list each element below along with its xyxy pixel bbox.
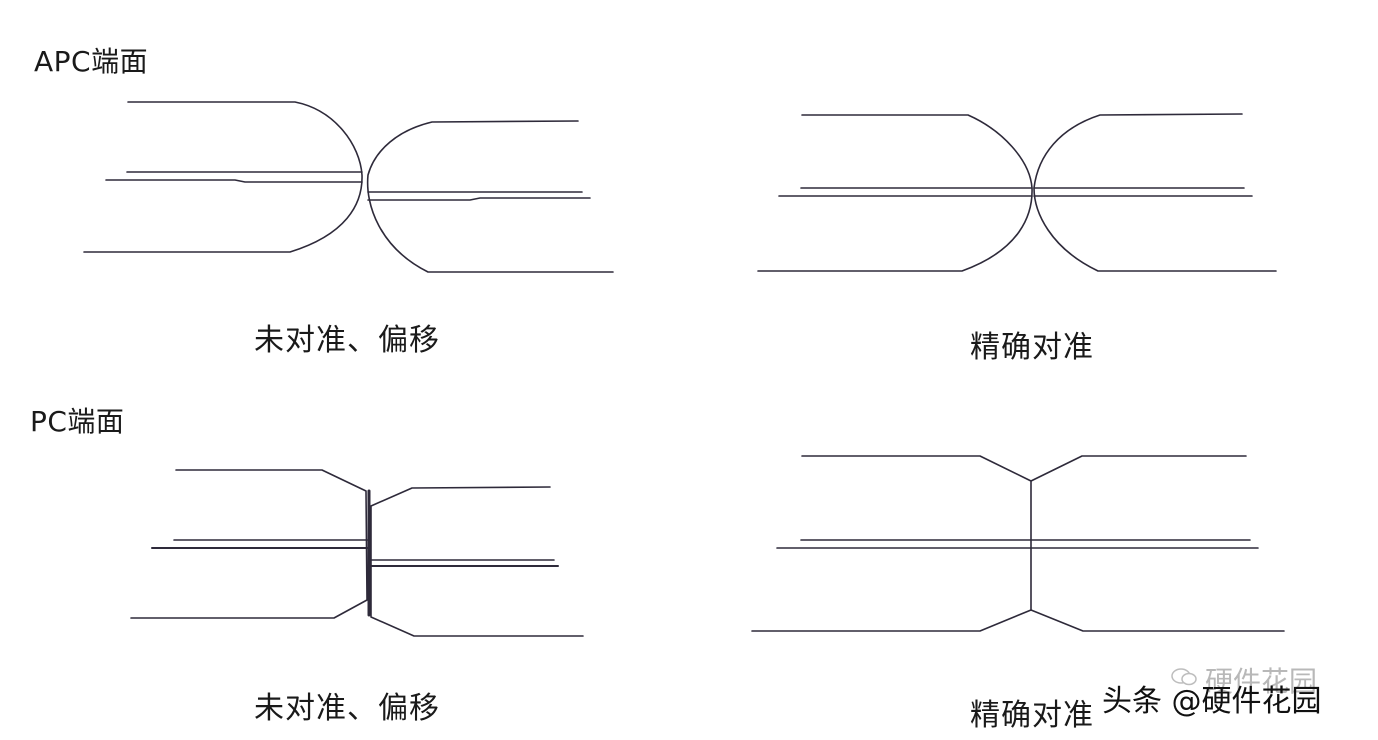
apc-aligned-caption: 精确对准 bbox=[970, 330, 1094, 365]
pc-misaligned-right-ferrule bbox=[370, 486, 584, 637]
pc-misaligned-left-ferrule bbox=[130, 469, 368, 619]
apc-aligned-right-ferrule bbox=[1033, 113, 1277, 272]
pc-misaligned-caption: 未对准、偏移 bbox=[254, 691, 440, 726]
watermark-text: 头条 @硬件花园 bbox=[1102, 684, 1322, 719]
apc-section-title: APC端面 bbox=[34, 45, 149, 78]
wechat-icon bbox=[1171, 668, 1197, 686]
pc-aligned-left-ferrule bbox=[751, 455, 1032, 632]
apc-misaligned-caption: 未对准、偏移 bbox=[254, 323, 440, 358]
apc-misaligned-right-ferrule bbox=[366, 120, 614, 273]
apc-misaligned-left-ferrule bbox=[83, 101, 363, 253]
watermark-ghost-text: 硬件花园 bbox=[1205, 665, 1318, 698]
apc-aligned-left-ferrule bbox=[757, 114, 1033, 272]
pc-aligned-right-ferrule bbox=[1030, 455, 1285, 632]
pc-aligned-caption: 精确对准 bbox=[970, 698, 1094, 733]
pc-section-title: PC端面 bbox=[30, 405, 125, 438]
